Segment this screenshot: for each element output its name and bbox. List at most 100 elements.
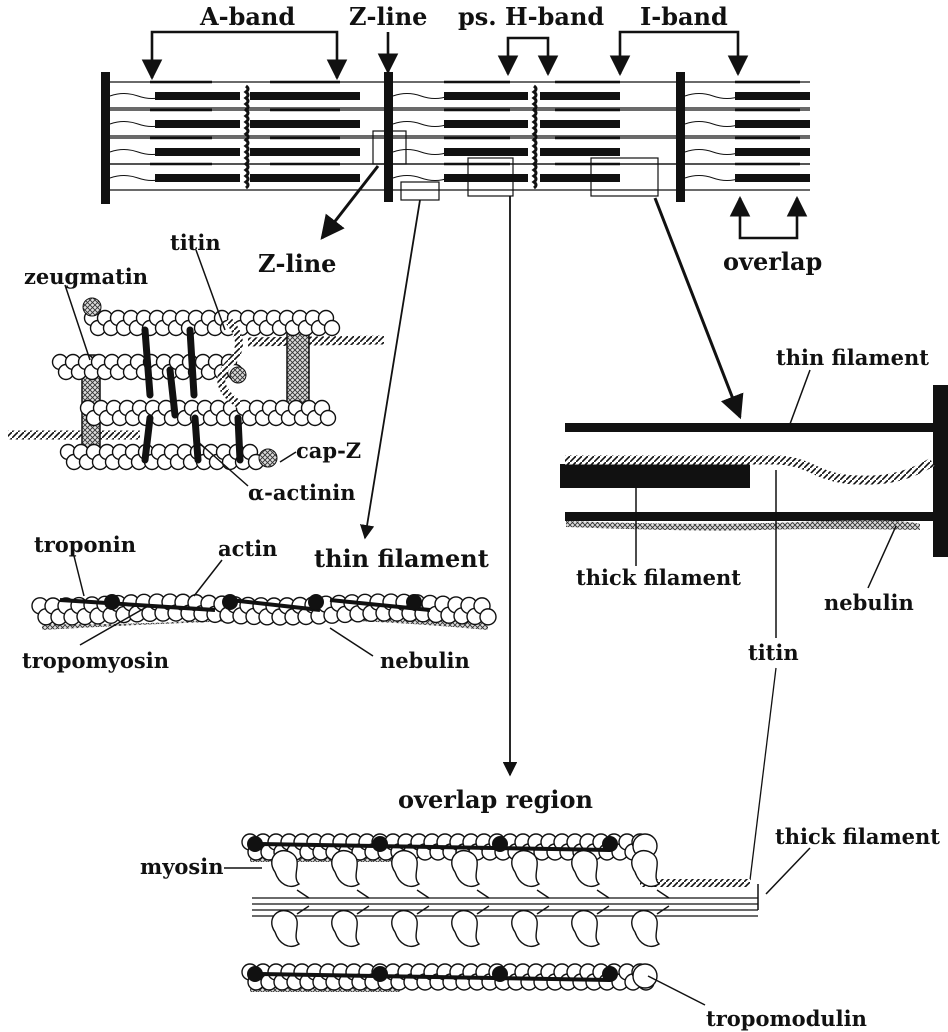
thick-filament-bar — [250, 92, 360, 100]
nebulin-leader — [330, 628, 373, 656]
m-line-squiggle — [534, 86, 536, 188]
troponin-label: troponin — [34, 532, 136, 557]
myosin-head — [332, 851, 359, 887]
z-line-label: Z-line — [349, 2, 427, 31]
sarcomere-filaments — [110, 82, 810, 190]
myosin-head — [452, 911, 479, 947]
actin-chain — [32, 594, 496, 625]
thick-filament-bar — [735, 92, 810, 100]
thick-filament-bar — [444, 174, 528, 182]
thick-filament-bar — [735, 120, 810, 128]
myosin-neck — [297, 890, 309, 898]
troponin-bead — [247, 836, 263, 852]
actin-leader — [194, 560, 222, 596]
i-band-zoom-arrow — [655, 198, 740, 417]
cap-z-blob-top — [83, 298, 101, 316]
thick-filament-bar — [444, 92, 528, 100]
myosin-head — [572, 851, 599, 887]
troponin-bead — [602, 966, 618, 982]
cap-z-label: cap-Z — [296, 438, 361, 463]
thin-filament-leader — [790, 370, 810, 424]
ps-h-band-bracket — [508, 38, 548, 74]
thick-filament-bar — [540, 92, 620, 100]
myosin-neck — [357, 890, 369, 898]
thin-filament-label: thin filament — [776, 345, 929, 370]
tropomodulin-leader — [648, 976, 705, 1005]
nebulin-label-detail: nebulin — [824, 590, 914, 615]
myosin-head — [272, 851, 299, 887]
troponin-leader — [74, 556, 84, 596]
thin-filament-detail: thin filament troponin actin tropomyosin… — [22, 532, 496, 673]
overlap-filaments — [242, 834, 758, 992]
ps-h-band-label: ps. H-band — [458, 2, 604, 31]
thick-filament-bar — [444, 148, 528, 156]
thick-filament-bar — [540, 120, 620, 128]
thin-filament-zoom-arrow — [365, 200, 420, 538]
titin-strand-right — [248, 340, 384, 342]
actin-bead — [480, 609, 496, 625]
actin-bead — [321, 411, 336, 426]
z-line-detail-title: Z-line — [258, 249, 336, 278]
tropomodulin-cap — [633, 964, 657, 988]
thick-filament-bar — [155, 148, 240, 156]
myosin-neck — [477, 890, 489, 898]
myosin-head — [512, 851, 539, 887]
myosin-head — [512, 911, 539, 947]
thick-filament-bar — [155, 120, 240, 128]
tropomyosin-label: tropomyosin — [22, 648, 169, 673]
troponin-bead — [308, 594, 324, 610]
thin-filament-lower — [565, 512, 935, 521]
actin-bead — [325, 321, 340, 336]
overlap-region-title: overlap region — [398, 785, 593, 814]
titin-label-detail: titin — [748, 640, 799, 665]
myosin-head — [272, 911, 299, 947]
titin-label: titin — [170, 230, 221, 255]
zeugmatin-label: zeugmatin — [24, 264, 148, 289]
myosin-head — [632, 911, 659, 947]
thick-filament-bar — [735, 174, 810, 182]
myosin-label: myosin — [140, 854, 224, 879]
thin-filament-upper — [565, 423, 935, 432]
z-disc-detail — [933, 385, 948, 557]
myosin-head — [452, 851, 479, 887]
troponin-bead — [492, 836, 508, 852]
cap-z-leader — [280, 452, 296, 462]
a-band-bracket — [152, 32, 337, 78]
thick-filament-block — [560, 464, 750, 488]
thick-filament-leader-overlap — [766, 848, 810, 894]
thick-filament-bar — [250, 120, 360, 128]
myosin-head — [392, 851, 419, 887]
troponin-bead — [372, 966, 388, 982]
troponin-bead — [104, 594, 120, 610]
troponin-bead — [406, 594, 422, 610]
troponin-bead — [492, 966, 508, 982]
thin-filament-title: thin filament — [314, 544, 489, 573]
myosin-neck — [537, 890, 549, 898]
troponin-bead — [222, 594, 238, 610]
myosin-head — [632, 851, 659, 887]
a-band-label: A-band — [199, 2, 295, 31]
i-band-detail: thin filament thick filament nebulin tit… — [560, 345, 948, 665]
thick-filament-bar — [155, 92, 240, 100]
overlap-label: overlap — [723, 247, 822, 276]
cap-z-blob-mid — [230, 367, 246, 383]
thick-filament-bar — [540, 174, 620, 182]
myosin-neck — [597, 890, 609, 898]
thick-filament-label: thick filament — [576, 565, 741, 590]
tropomodulin-label: tropomodulin — [706, 1006, 867, 1031]
troponin-bead — [247, 966, 263, 982]
m-line-squiggle — [246, 86, 248, 188]
alpha-actinin-label: α-actinin — [248, 480, 355, 505]
myosin-neck — [657, 890, 669, 898]
troponin-bead — [372, 836, 388, 852]
myosin-neck — [417, 890, 429, 898]
myosin-head — [572, 911, 599, 947]
actin-label: actin — [218, 536, 277, 561]
myosin-head — [392, 911, 419, 947]
zoom-box-thin-filament — [401, 182, 439, 200]
nebulin-under-lower — [566, 520, 920, 530]
cap-z-blob — [259, 449, 277, 467]
thick-filament-bar — [250, 174, 360, 182]
thick-filament-label-overlap: thick filament — [775, 824, 940, 849]
